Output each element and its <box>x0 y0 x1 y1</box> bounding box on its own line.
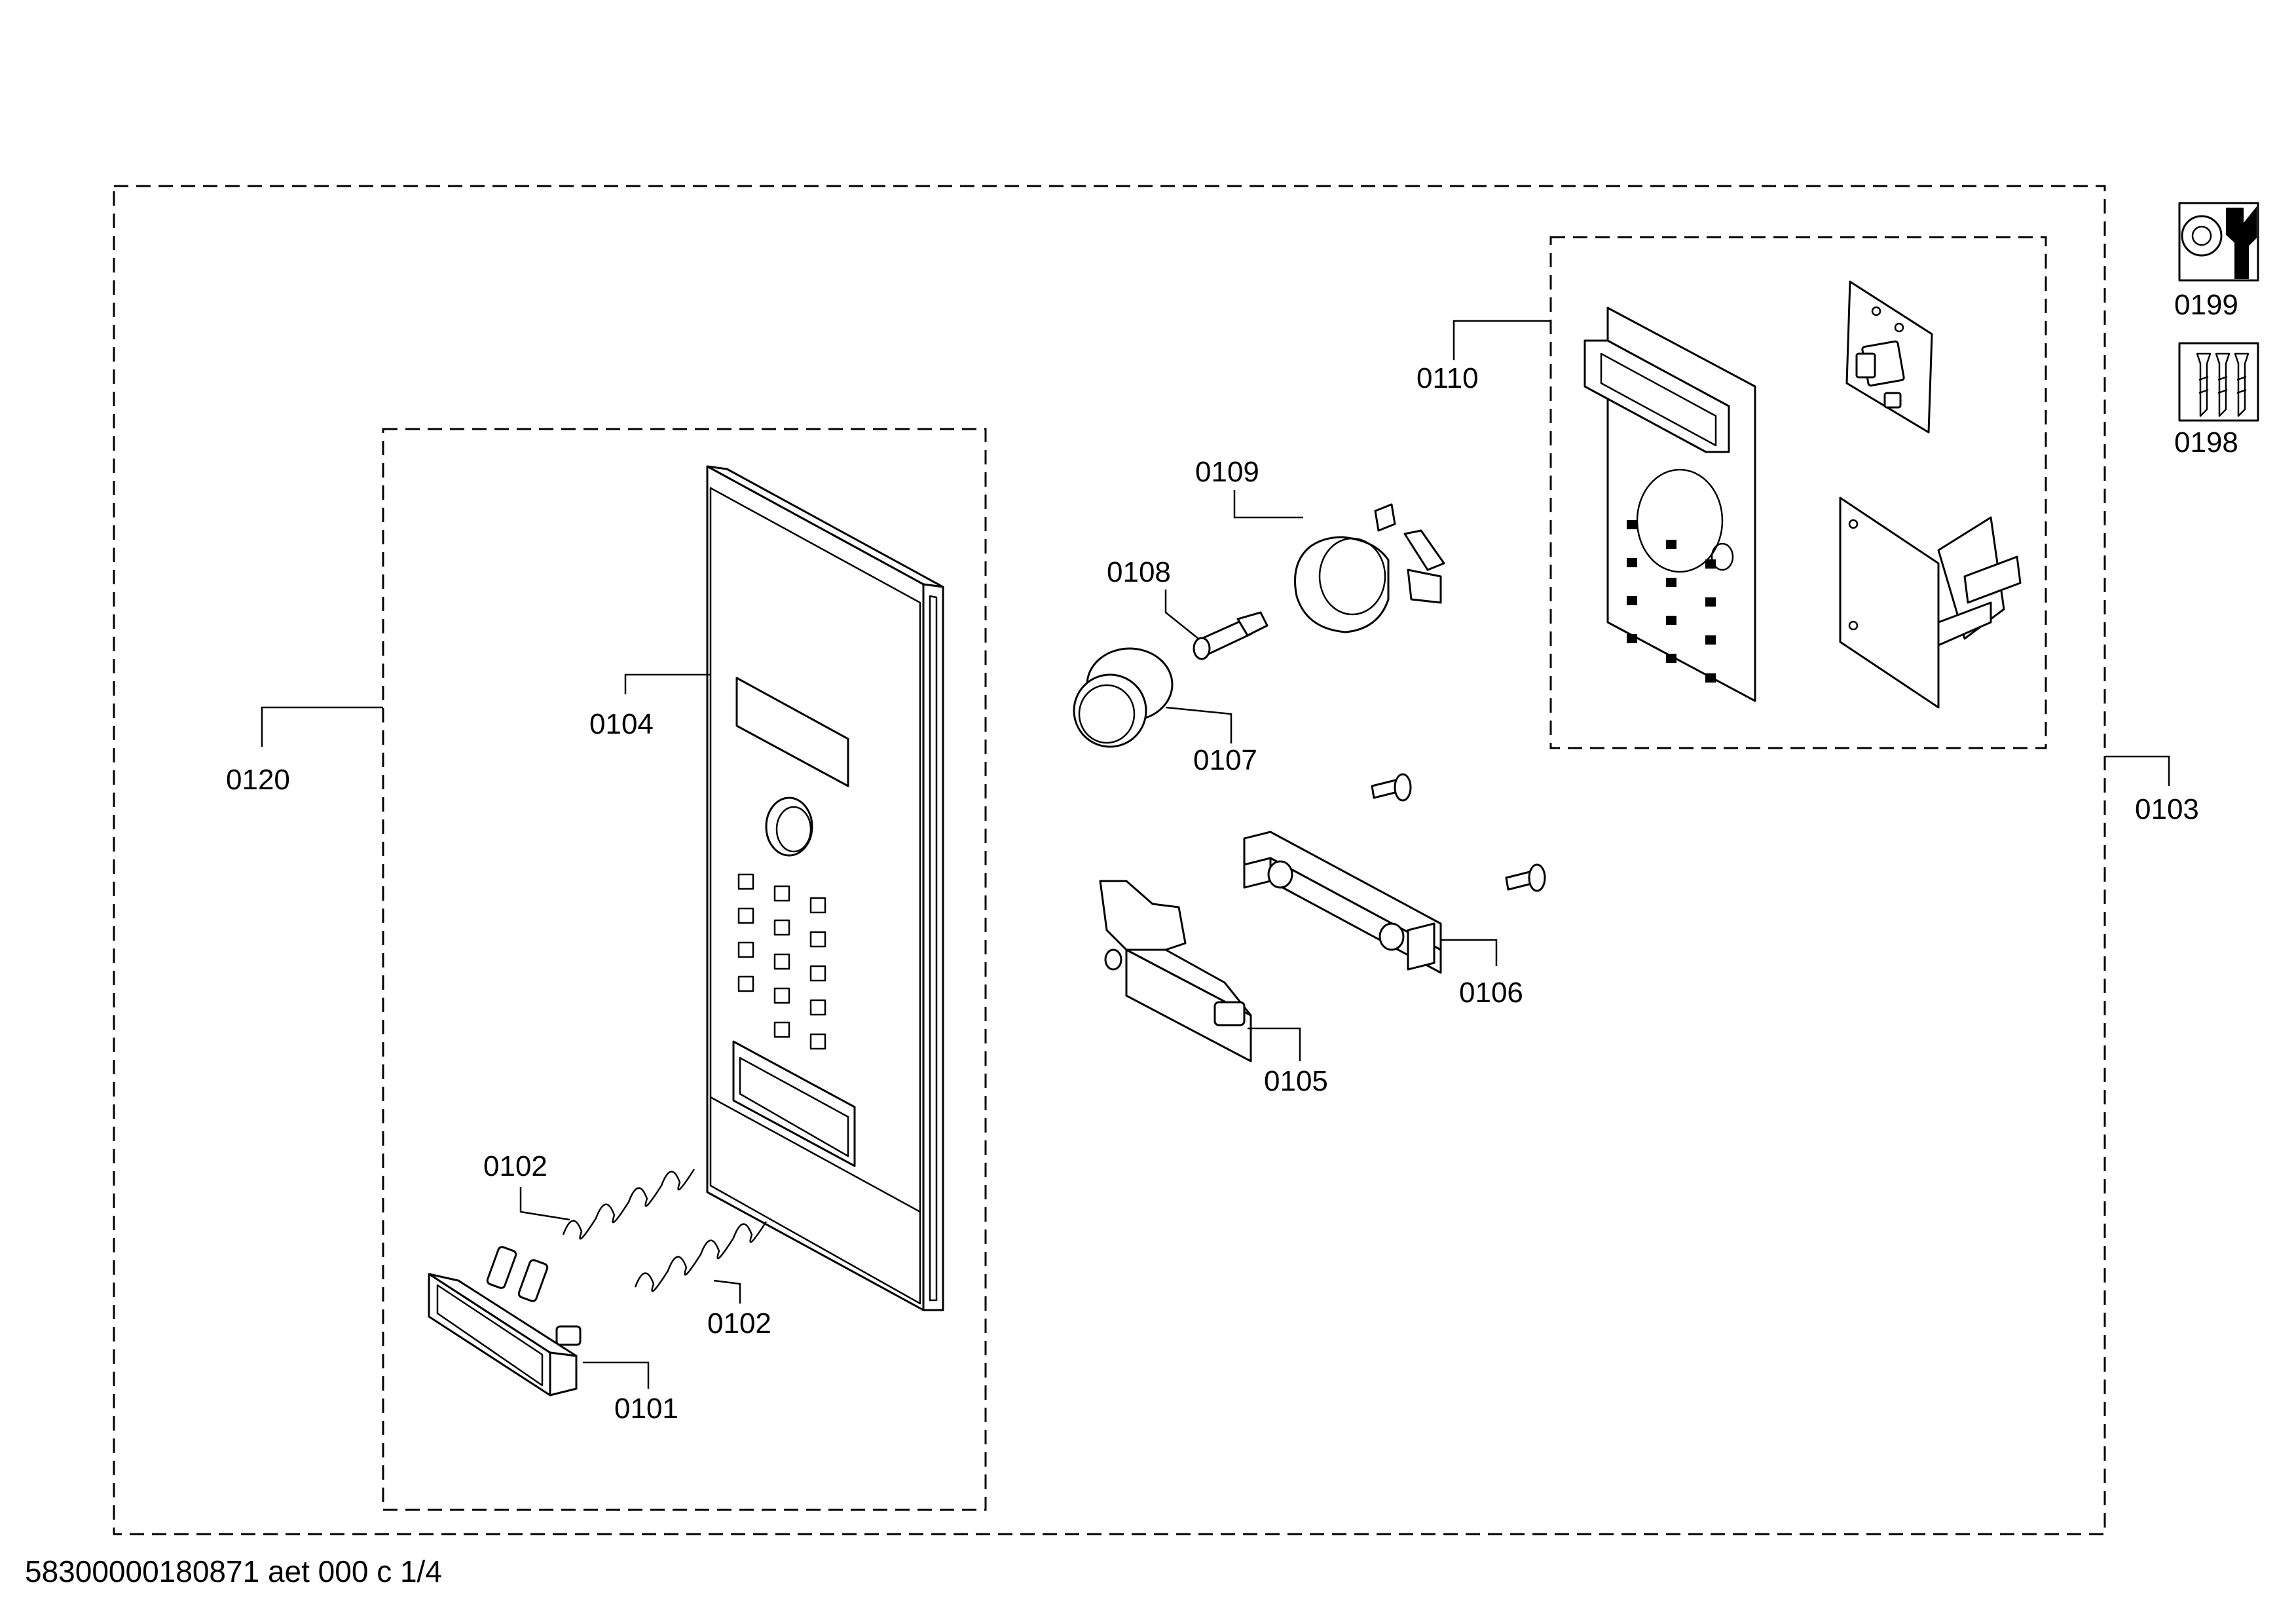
spring-upper[interactable] <box>562 1169 695 1240</box>
panel-button-hole <box>773 1021 790 1038</box>
panel-button-hole <box>773 953 790 970</box>
label-0110: 0110 <box>1416 362 1479 394</box>
board-contact <box>1705 635 1716 645</box>
board-contact <box>1705 673 1716 683</box>
board-contact <box>1627 520 1637 529</box>
label-0120: 0120 <box>226 764 290 796</box>
panel-button-hole <box>737 975 754 992</box>
label-0101: 0101 <box>614 1393 678 1425</box>
label-0109: 0109 <box>1195 456 1259 488</box>
panel-button-hole <box>737 907 754 924</box>
leader-0102b <box>713 1279 741 1304</box>
control-panel-front[interactable] <box>706 465 944 1311</box>
power-board[interactable] <box>1839 497 2022 709</box>
board-contact <box>1666 616 1676 625</box>
label-0199: 0199 <box>2174 289 2238 321</box>
leader-0108 <box>1164 590 1199 639</box>
label-0107: 0107 <box>1193 744 1257 776</box>
leader-0102a <box>519 1187 570 1221</box>
label-0104: 0104 <box>589 708 654 740</box>
leader-0109 <box>1233 490 1303 519</box>
panel-button-hole <box>809 931 826 948</box>
leader-0101 <box>583 1361 650 1389</box>
group-box-0120 <box>382 428 987 1511</box>
panel-button-hole <box>773 885 790 902</box>
leader-0103 <box>2105 755 2170 786</box>
board-contact <box>1666 654 1676 663</box>
door-switch[interactable] <box>1099 880 1252 1062</box>
screw-lower[interactable] <box>1505 863 1546 892</box>
panel-button-holes <box>737 873 826 1050</box>
knob-holder[interactable] <box>1294 503 1445 633</box>
panel-button-hole <box>773 987 790 1004</box>
encoder-board[interactable] <box>1845 280 1933 434</box>
leader-0106 <box>1441 939 1498 966</box>
label-0108: 0108 <box>1107 556 1171 588</box>
leader-0110 <box>1453 320 1551 360</box>
spring-lower[interactable] <box>634 1221 768 1292</box>
wrench-nut-icon <box>2178 202 2259 282</box>
board-contact <box>1627 596 1637 605</box>
panel-button-hole <box>809 965 826 982</box>
label-0198: 0198 <box>2174 426 2238 459</box>
leader-0120 <box>261 706 383 747</box>
panel-button-hole <box>809 1033 826 1050</box>
board-contact <box>1627 558 1637 567</box>
panel-button-hole <box>809 897 826 914</box>
board-contact <box>1705 597 1716 607</box>
knob-shaft[interactable] <box>1193 611 1268 660</box>
board-contact <box>1666 540 1676 549</box>
control-knob[interactable] <box>1073 647 1174 748</box>
screws-icon <box>2178 342 2259 422</box>
leader-0105 <box>1248 1027 1301 1061</box>
mounting-bracket[interactable] <box>1243 831 1442 974</box>
panel-button-hole <box>773 919 790 936</box>
group-box-0110 <box>1549 236 2047 749</box>
board-contact <box>1627 634 1637 643</box>
board-button-contacts <box>1627 520 1716 683</box>
main-control-board[interactable] <box>1583 307 1756 702</box>
label-0103: 0103 <box>2135 793 2199 825</box>
label-0105: 0105 <box>1264 1065 1328 1097</box>
label-0102-lower: 0102 <box>707 1307 771 1340</box>
panel-button-hole <box>737 941 754 958</box>
board-contact <box>1666 578 1676 587</box>
panel-button-hole <box>737 873 754 890</box>
panel-button-hole <box>809 999 826 1016</box>
document-code: 58300000180871 aet 000 c 1/4 <box>25 1554 442 1588</box>
label-0102-upper: 0102 <box>483 1150 547 1182</box>
label-0106: 0106 <box>1459 977 1523 1009</box>
leader-0104 <box>624 673 711 694</box>
leader-0107 <box>1165 706 1232 743</box>
group-box-0103 <box>113 185 2106 1535</box>
board-contact <box>1705 559 1716 569</box>
door-push-button[interactable] <box>428 1246 582 1397</box>
screw-upper[interactable] <box>1371 773 1412 802</box>
